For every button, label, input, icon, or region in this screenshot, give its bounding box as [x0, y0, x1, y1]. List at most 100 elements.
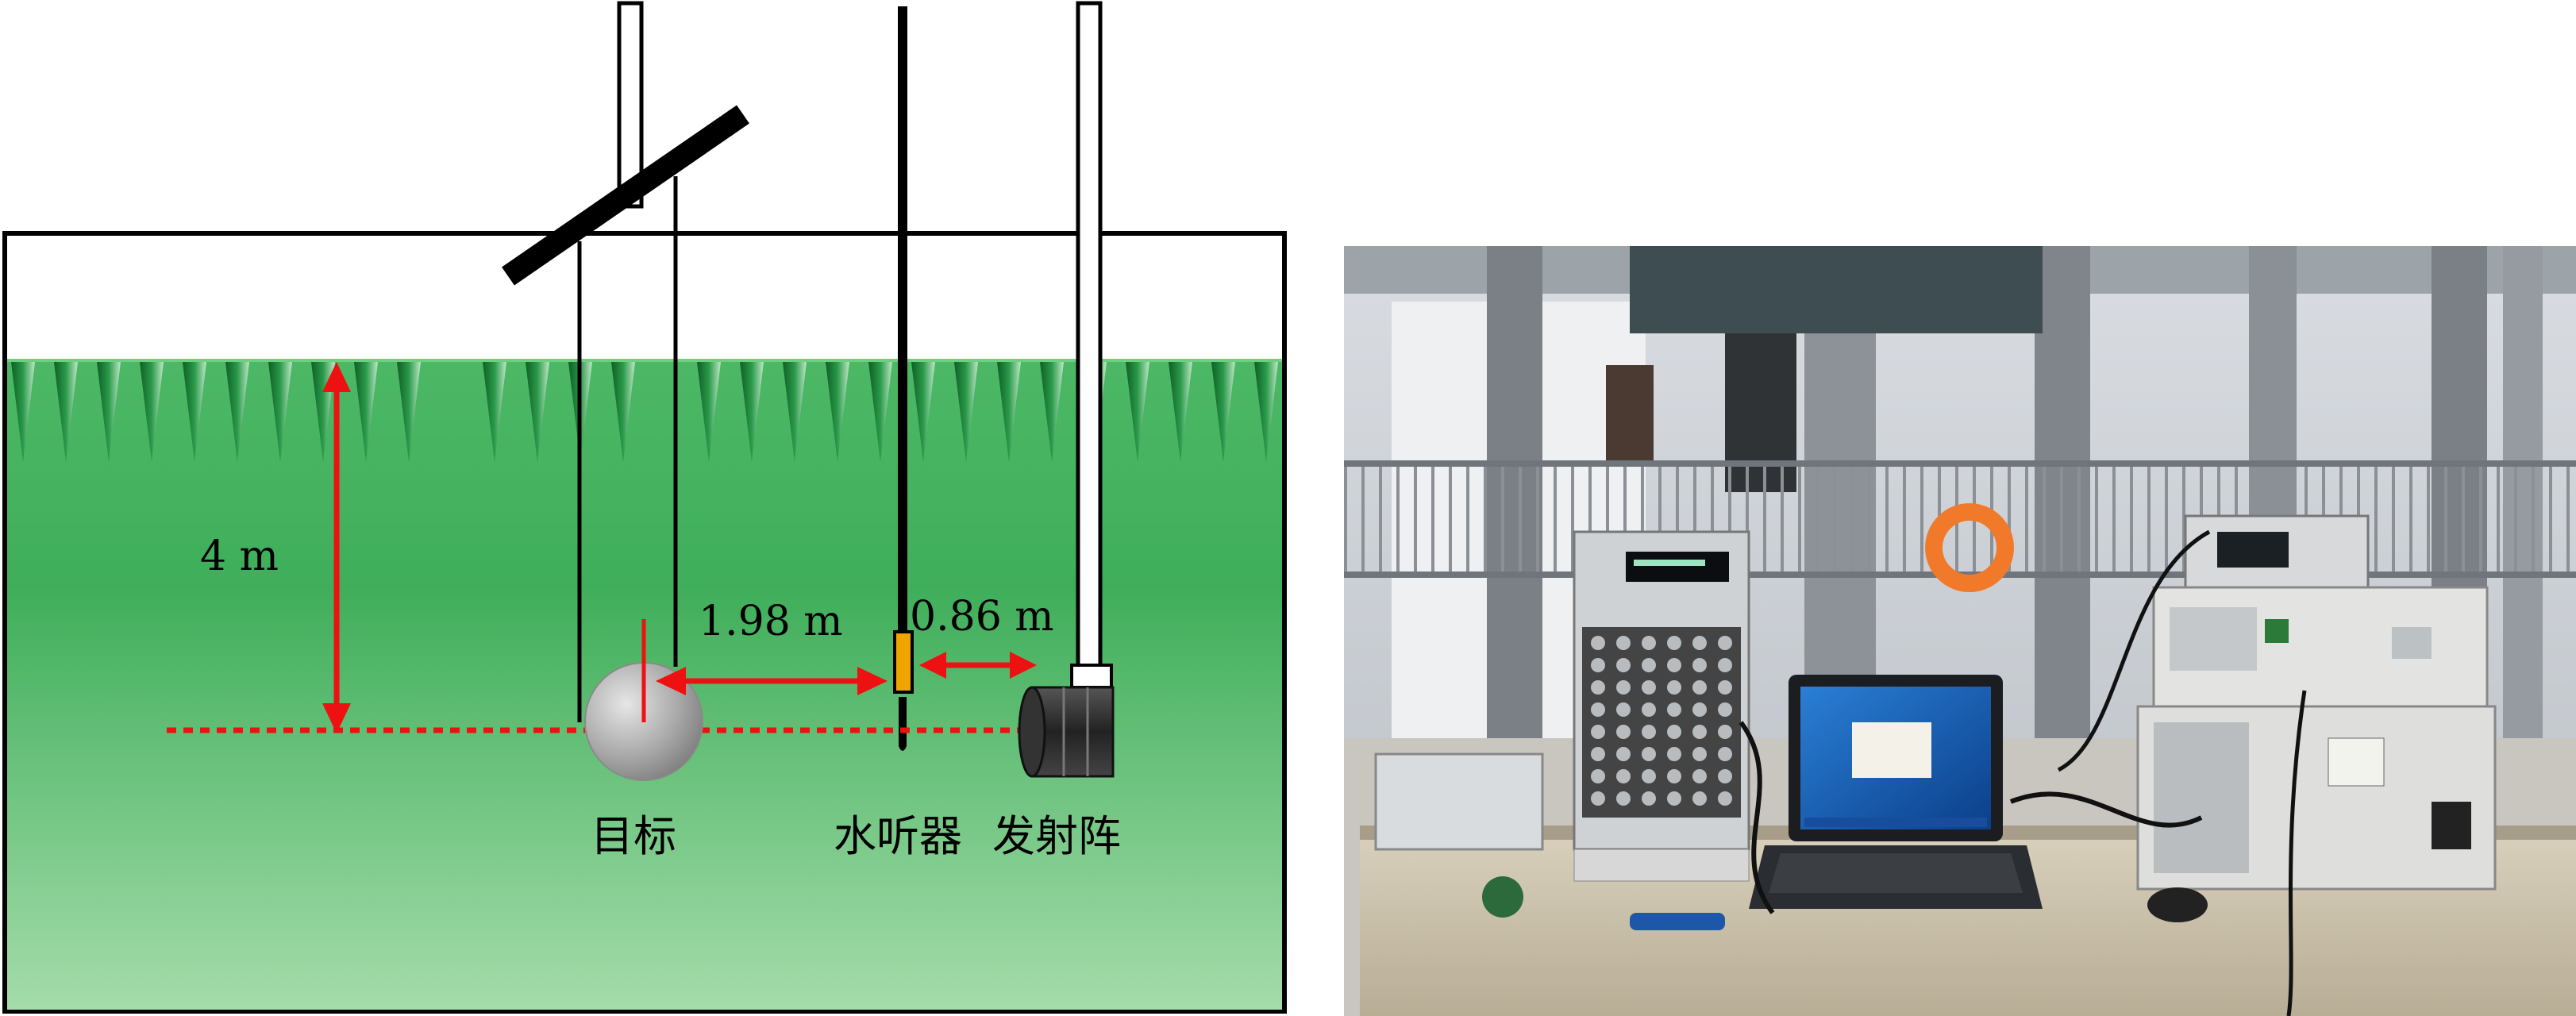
bnc-connector [1591, 636, 1605, 650]
railing-bar [2532, 467, 2535, 572]
bnc-connector [1616, 747, 1631, 761]
railing-bar [2566, 467, 2570, 572]
railing-bar [1501, 467, 1504, 572]
bnc-connector-array [1591, 636, 1732, 806]
railing-bar [1344, 467, 1347, 572]
absorber-wedge [954, 362, 978, 462]
hydrophone-element [893, 630, 914, 694]
bnc-connector [1692, 769, 1707, 783]
target-suspension-pole [617, 1, 644, 209]
bnc-connector [1718, 702, 1732, 717]
absorber-wedge [1126, 362, 1149, 462]
bnc-connector [1667, 702, 1681, 717]
railing-bar [2095, 467, 2098, 572]
railing-bar [1431, 467, 1434, 572]
bnc-connector [1591, 725, 1605, 739]
absorber-wedge [1211, 362, 1235, 462]
railing-bar [2392, 467, 2395, 572]
railing-bar [2130, 467, 2133, 572]
railing-bar [1396, 467, 1400, 572]
experiment-photo [1344, 246, 2576, 1016]
absorber-wedge [483, 362, 506, 462]
absorber-wedge [868, 362, 892, 462]
railing-bar [1588, 467, 1592, 572]
absorber-wedge [697, 362, 721, 462]
absorber-wedge [1169, 362, 1192, 462]
railing-bar [1711, 467, 1714, 572]
railing-bar [1833, 467, 1836, 572]
railing-bar [1781, 467, 1784, 572]
bnc-connector [1616, 725, 1631, 739]
railing-bar [2147, 467, 2151, 572]
bnc-connector [1692, 680, 1707, 695]
bnc-connector [1718, 769, 1732, 783]
railing-bar [1693, 467, 1696, 572]
absorber-wedge [354, 362, 378, 462]
hydrophone-array-distance-label: 0.86 m [910, 593, 1054, 641]
railing-bar [1728, 467, 1731, 572]
bnc-connector [1642, 769, 1656, 783]
bnc-connector [1718, 658, 1732, 672]
railing-bar [1361, 467, 1365, 572]
multichannel-instrument [1573, 530, 1750, 882]
bnc-connector [1642, 791, 1656, 806]
bnc-connector [1591, 680, 1605, 695]
railing-bar [1850, 467, 1854, 572]
railing-bar [2549, 467, 2552, 572]
railing-bar [2182, 467, 2185, 572]
hydrophone-array-arrow [919, 652, 1037, 679]
railing-bar [1816, 467, 1819, 572]
railing-bar [2514, 467, 2517, 572]
railing-bar [2444, 467, 2447, 572]
bnc-connector [1718, 680, 1732, 695]
bnc-connector [1616, 680, 1631, 695]
bnc-connector [1718, 791, 1732, 806]
railing-bar [2025, 467, 2028, 572]
absorber-wedge [268, 362, 292, 462]
railing-bar [1606, 467, 1609, 572]
bnc-connector [1692, 791, 1707, 806]
target-hydrophone-arrow [656, 667, 888, 695]
absorber-wedge [97, 362, 121, 462]
bnc-connector [1642, 680, 1656, 695]
bnc-connector [1667, 636, 1681, 650]
railing-bar [1746, 467, 1749, 572]
bnc-connector [1591, 702, 1605, 717]
target-hydrophone-distance-label: 1.98 m [699, 598, 843, 645]
absorber-wedge [526, 362, 549, 462]
railing-bar [1379, 467, 1382, 572]
absorber-wedge [225, 362, 249, 462]
bnc-connector [1642, 636, 1656, 650]
bnc-connector [1718, 636, 1732, 650]
railing-bar [1798, 467, 1801, 572]
bnc-connector [1692, 636, 1707, 650]
railing-bar [2462, 467, 2465, 572]
bnc-connector [1591, 769, 1605, 783]
absorber-wedge [826, 362, 849, 462]
railing-bar [2043, 467, 2046, 572]
railing-bar [1920, 467, 1923, 572]
bnc-connector [1616, 702, 1631, 717]
railing-bar [2479, 467, 2482, 572]
railing-bar [1536, 467, 1539, 572]
absorber-wedge [11, 362, 35, 462]
railing-bar [2165, 467, 2168, 572]
bnc-connector [1642, 658, 1656, 672]
absorber-wedge [1254, 362, 1278, 462]
bnc-connector [1667, 747, 1681, 761]
bnc-connector [1616, 791, 1631, 806]
array-suspension-pole [1076, 1, 1103, 669]
array-mount [1070, 664, 1113, 689]
absorber-wedge [911, 362, 935, 462]
bnc-connector [1718, 725, 1732, 739]
tank-schematic: 4 m 1.98 m 0.86 m 目标 水听器 发射阵 [2, 1, 1287, 1014]
railing-bar [1623, 467, 1627, 572]
absorber-wedge [611, 362, 635, 462]
bnc-connector [1591, 791, 1605, 806]
railing-bar [2427, 467, 2430, 572]
depth-arrow [322, 362, 351, 733]
absorber-wedge [783, 362, 807, 462]
railing-bar [2060, 467, 2063, 572]
bnc-connector [1667, 658, 1681, 672]
bnc-connector [1642, 702, 1656, 717]
